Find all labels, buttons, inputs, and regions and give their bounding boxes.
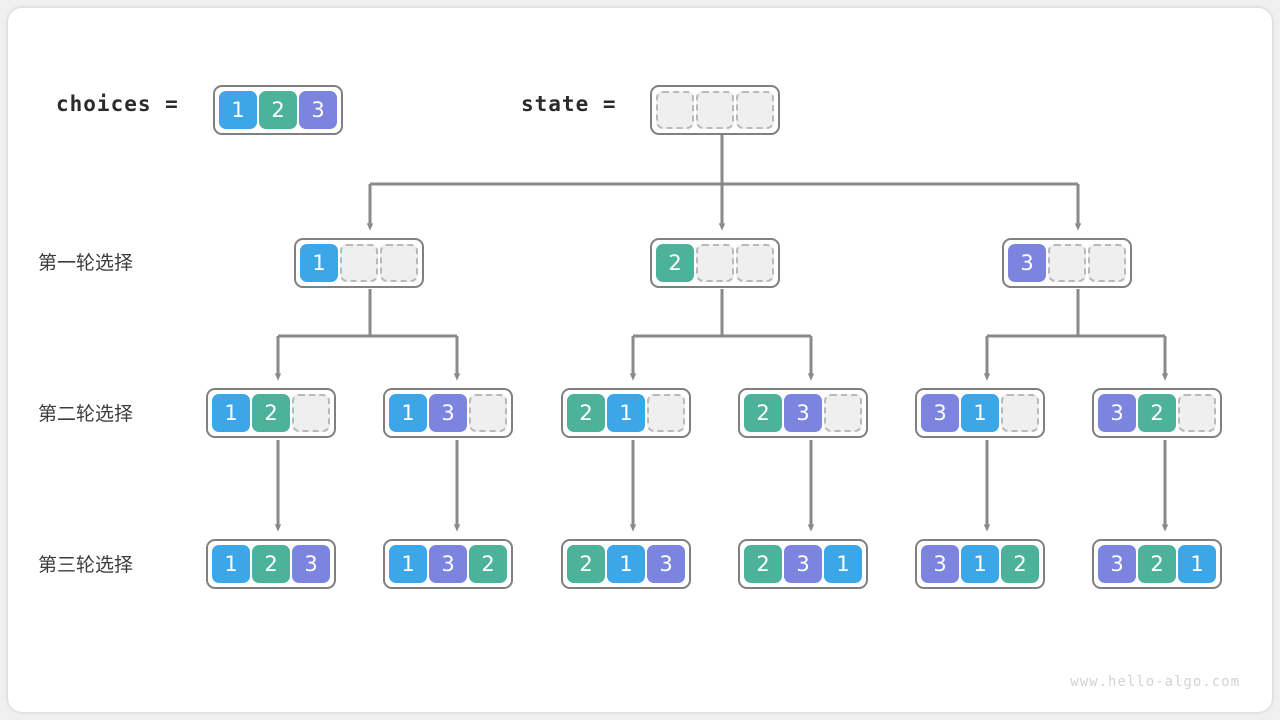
node-32-cell-2	[1178, 394, 1216, 432]
node-31: 3 1	[915, 388, 1045, 438]
node-231-cell-2: 1	[824, 545, 862, 583]
node-32-cell-1: 2	[1138, 394, 1176, 432]
node-231-cell-0: 2	[744, 545, 782, 583]
node-231-cell-1: 3	[784, 545, 822, 583]
state-cell-0	[656, 91, 694, 129]
node-132-cell-0: 1	[389, 545, 427, 583]
node-321: 3 2 1	[1092, 539, 1222, 589]
choices-cell-2: 3	[299, 91, 337, 129]
node-12-cell-2	[292, 394, 330, 432]
node-3-cell-0: 3	[1008, 244, 1046, 282]
watermark: www.hello-algo.com	[1070, 674, 1240, 690]
node-132: 1 3 2	[383, 539, 513, 589]
node-23: 2 3	[738, 388, 868, 438]
node-213-cell-2: 3	[647, 545, 685, 583]
node-31-cell-2	[1001, 394, 1039, 432]
state-cell-1	[696, 91, 734, 129]
node-312-cell-0: 3	[921, 545, 959, 583]
node-23-cell-2	[824, 394, 862, 432]
choices-array: 1 2 3	[213, 85, 343, 135]
node-123-cell-2: 3	[292, 545, 330, 583]
node-21: 2 1	[561, 388, 691, 438]
node-3-cell-2	[1088, 244, 1126, 282]
node-1: 1	[294, 238, 424, 288]
node-21-cell-0: 2	[567, 394, 605, 432]
state-cell-2	[736, 91, 774, 129]
node-23-cell-1: 3	[784, 394, 822, 432]
node-13-cell-0: 1	[389, 394, 427, 432]
node-31-cell-1: 1	[961, 394, 999, 432]
node-123-cell-0: 1	[212, 545, 250, 583]
node-13: 1 3	[383, 388, 513, 438]
node-13-cell-1: 3	[429, 394, 467, 432]
node-31-cell-0: 3	[921, 394, 959, 432]
node-13-cell-2	[469, 394, 507, 432]
row-label-round-1: 第一轮选择	[38, 252, 134, 274]
node-12-cell-1: 2	[252, 394, 290, 432]
node-32-cell-0: 3	[1098, 394, 1136, 432]
node-123: 1 2 3	[206, 539, 336, 589]
node-312-cell-2: 2	[1001, 545, 1039, 583]
node-2-cell-0: 2	[656, 244, 694, 282]
node-3-cell-1	[1048, 244, 1086, 282]
node-2-cell-2	[736, 244, 774, 282]
row-label-round-2: 第二轮选择	[38, 403, 134, 425]
node-1-cell-0: 1	[300, 244, 338, 282]
node-2: 2	[650, 238, 780, 288]
node-23-cell-0: 2	[744, 394, 782, 432]
node-231: 2 3 1	[738, 539, 868, 589]
node-32: 3 2	[1092, 388, 1222, 438]
node-12: 1 2	[206, 388, 336, 438]
state-label: state =	[521, 92, 617, 116]
node-312: 3 1 2	[915, 539, 1045, 589]
node-123-cell-1: 2	[252, 545, 290, 583]
row-label-round-3: 第三轮选择	[38, 554, 134, 576]
choices-cell-0: 1	[219, 91, 257, 129]
state-array	[650, 85, 780, 135]
node-12-cell-0: 1	[212, 394, 250, 432]
diagram-card	[8, 8, 1272, 712]
node-21-cell-1: 1	[607, 394, 645, 432]
node-321-cell-2: 1	[1178, 545, 1216, 583]
node-213-cell-1: 1	[607, 545, 645, 583]
choices-label: choices =	[56, 92, 179, 116]
choices-cell-1: 2	[259, 91, 297, 129]
node-21-cell-2	[647, 394, 685, 432]
node-132-cell-1: 3	[429, 545, 467, 583]
node-213: 2 1 3	[561, 539, 691, 589]
node-2-cell-1	[696, 244, 734, 282]
node-3: 3	[1002, 238, 1132, 288]
node-132-cell-2: 2	[469, 545, 507, 583]
node-213-cell-0: 2	[567, 545, 605, 583]
node-1-cell-2	[380, 244, 418, 282]
node-1-cell-1	[340, 244, 378, 282]
node-312-cell-1: 1	[961, 545, 999, 583]
node-321-cell-1: 2	[1138, 545, 1176, 583]
node-321-cell-0: 3	[1098, 545, 1136, 583]
